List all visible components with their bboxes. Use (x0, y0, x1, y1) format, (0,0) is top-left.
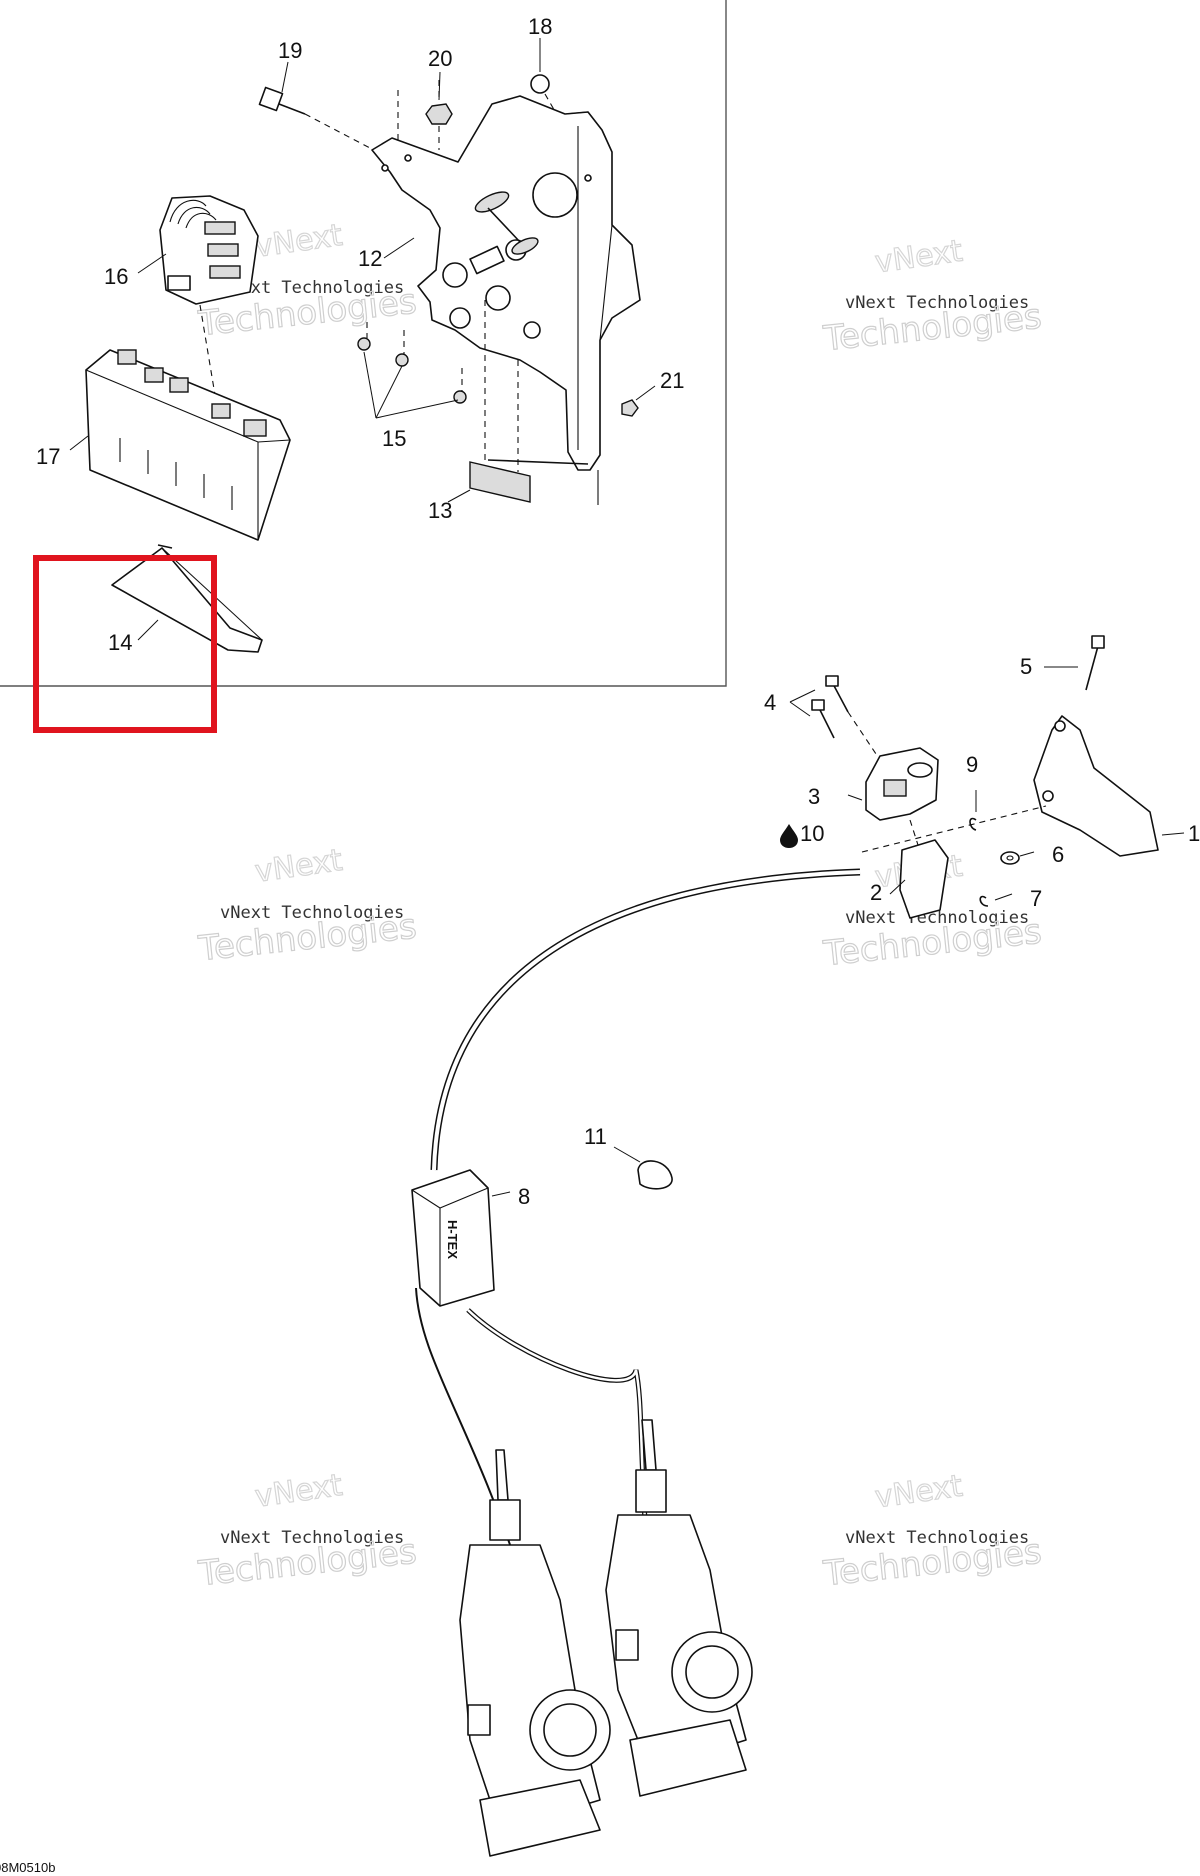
callout-20: 20 (428, 46, 452, 71)
drawing-code: 08M0510b (0, 1860, 55, 1875)
callout-labels: 1 2 3 4 5 6 7 8 9 10 11 12 13 14 15 16 1… (36, 14, 1200, 1209)
callout-14: 14 (108, 630, 132, 655)
watermark-middle: vNext Technologies (220, 903, 404, 923)
callout-3: 3 (808, 784, 820, 809)
part-16-connector (159, 195, 259, 396)
part-21-nut (621, 399, 639, 417)
part-13-plate (469, 300, 531, 503)
axle-line (861, 805, 1047, 853)
part-20-nut (425, 80, 453, 150)
callout-12: 12 (358, 246, 382, 271)
carburetor-left (459, 1449, 611, 1857)
watermark-top: vNext (253, 1468, 345, 1515)
oil-drop-icon (780, 824, 798, 848)
part-15-screws (357, 322, 467, 404)
watermark-middle: vNext Technologies (220, 278, 404, 298)
part-2-housing (899, 819, 949, 919)
callout-15: 15 (382, 426, 406, 451)
part-18-ball (530, 74, 561, 121)
watermark-top: vNext (253, 843, 345, 890)
watermark-middle: vNext Technologies (845, 908, 1029, 928)
part-1-lever (1033, 715, 1159, 857)
callout-7: 7 (1030, 886, 1042, 911)
watermark-top: vNext (253, 218, 345, 265)
leader-lines (69, 38, 1185, 1197)
callout-5: 5 (1020, 654, 1032, 679)
callout-13: 13 (428, 498, 452, 523)
callout-1: 1 (1188, 821, 1200, 846)
callout-11: 11 (584, 1124, 607, 1149)
carburetor-right (605, 1419, 753, 1797)
callout-2: 2 (870, 880, 882, 905)
callout-9: 9 (966, 752, 978, 777)
watermark-middle: vNext Technologies (845, 293, 1029, 313)
part-14-bracket (111, 544, 263, 653)
part-6-washer (1000, 851, 1020, 865)
part-4-screws (811, 675, 881, 761)
callout-6: 6 (1052, 842, 1064, 867)
part-19-bolt (258, 86, 371, 149)
part-11-tie (637, 1160, 673, 1190)
callout-16: 16 (104, 264, 128, 289)
watermark-middle: vNext Technologies (220, 1528, 404, 1548)
inset-frame (0, 0, 727, 687)
part-5-bolt (1085, 635, 1105, 691)
highlight-box (33, 555, 217, 733)
watermark-middle: vNext Technologies (845, 1528, 1029, 1548)
watermark-top: vNext (873, 1469, 965, 1516)
watermark-top: vNext (873, 234, 965, 281)
callout-10: 10 (800, 821, 824, 846)
part-3-housing (865, 747, 939, 821)
part-17-ecu (85, 349, 291, 541)
callout-8: 8 (518, 1184, 530, 1209)
callout-21: 21 (660, 368, 684, 393)
callout-18: 18 (528, 14, 552, 39)
callout-19: 19 (278, 38, 302, 63)
cable-marking: H-TEX (445, 1220, 460, 1259)
part-7-clip (979, 895, 989, 907)
part-8-splitter: H-TEX (411, 1169, 495, 1307)
callout-17: 17 (36, 444, 60, 469)
part-12-bracket (371, 90, 641, 505)
callout-4: 4 (764, 690, 776, 715)
